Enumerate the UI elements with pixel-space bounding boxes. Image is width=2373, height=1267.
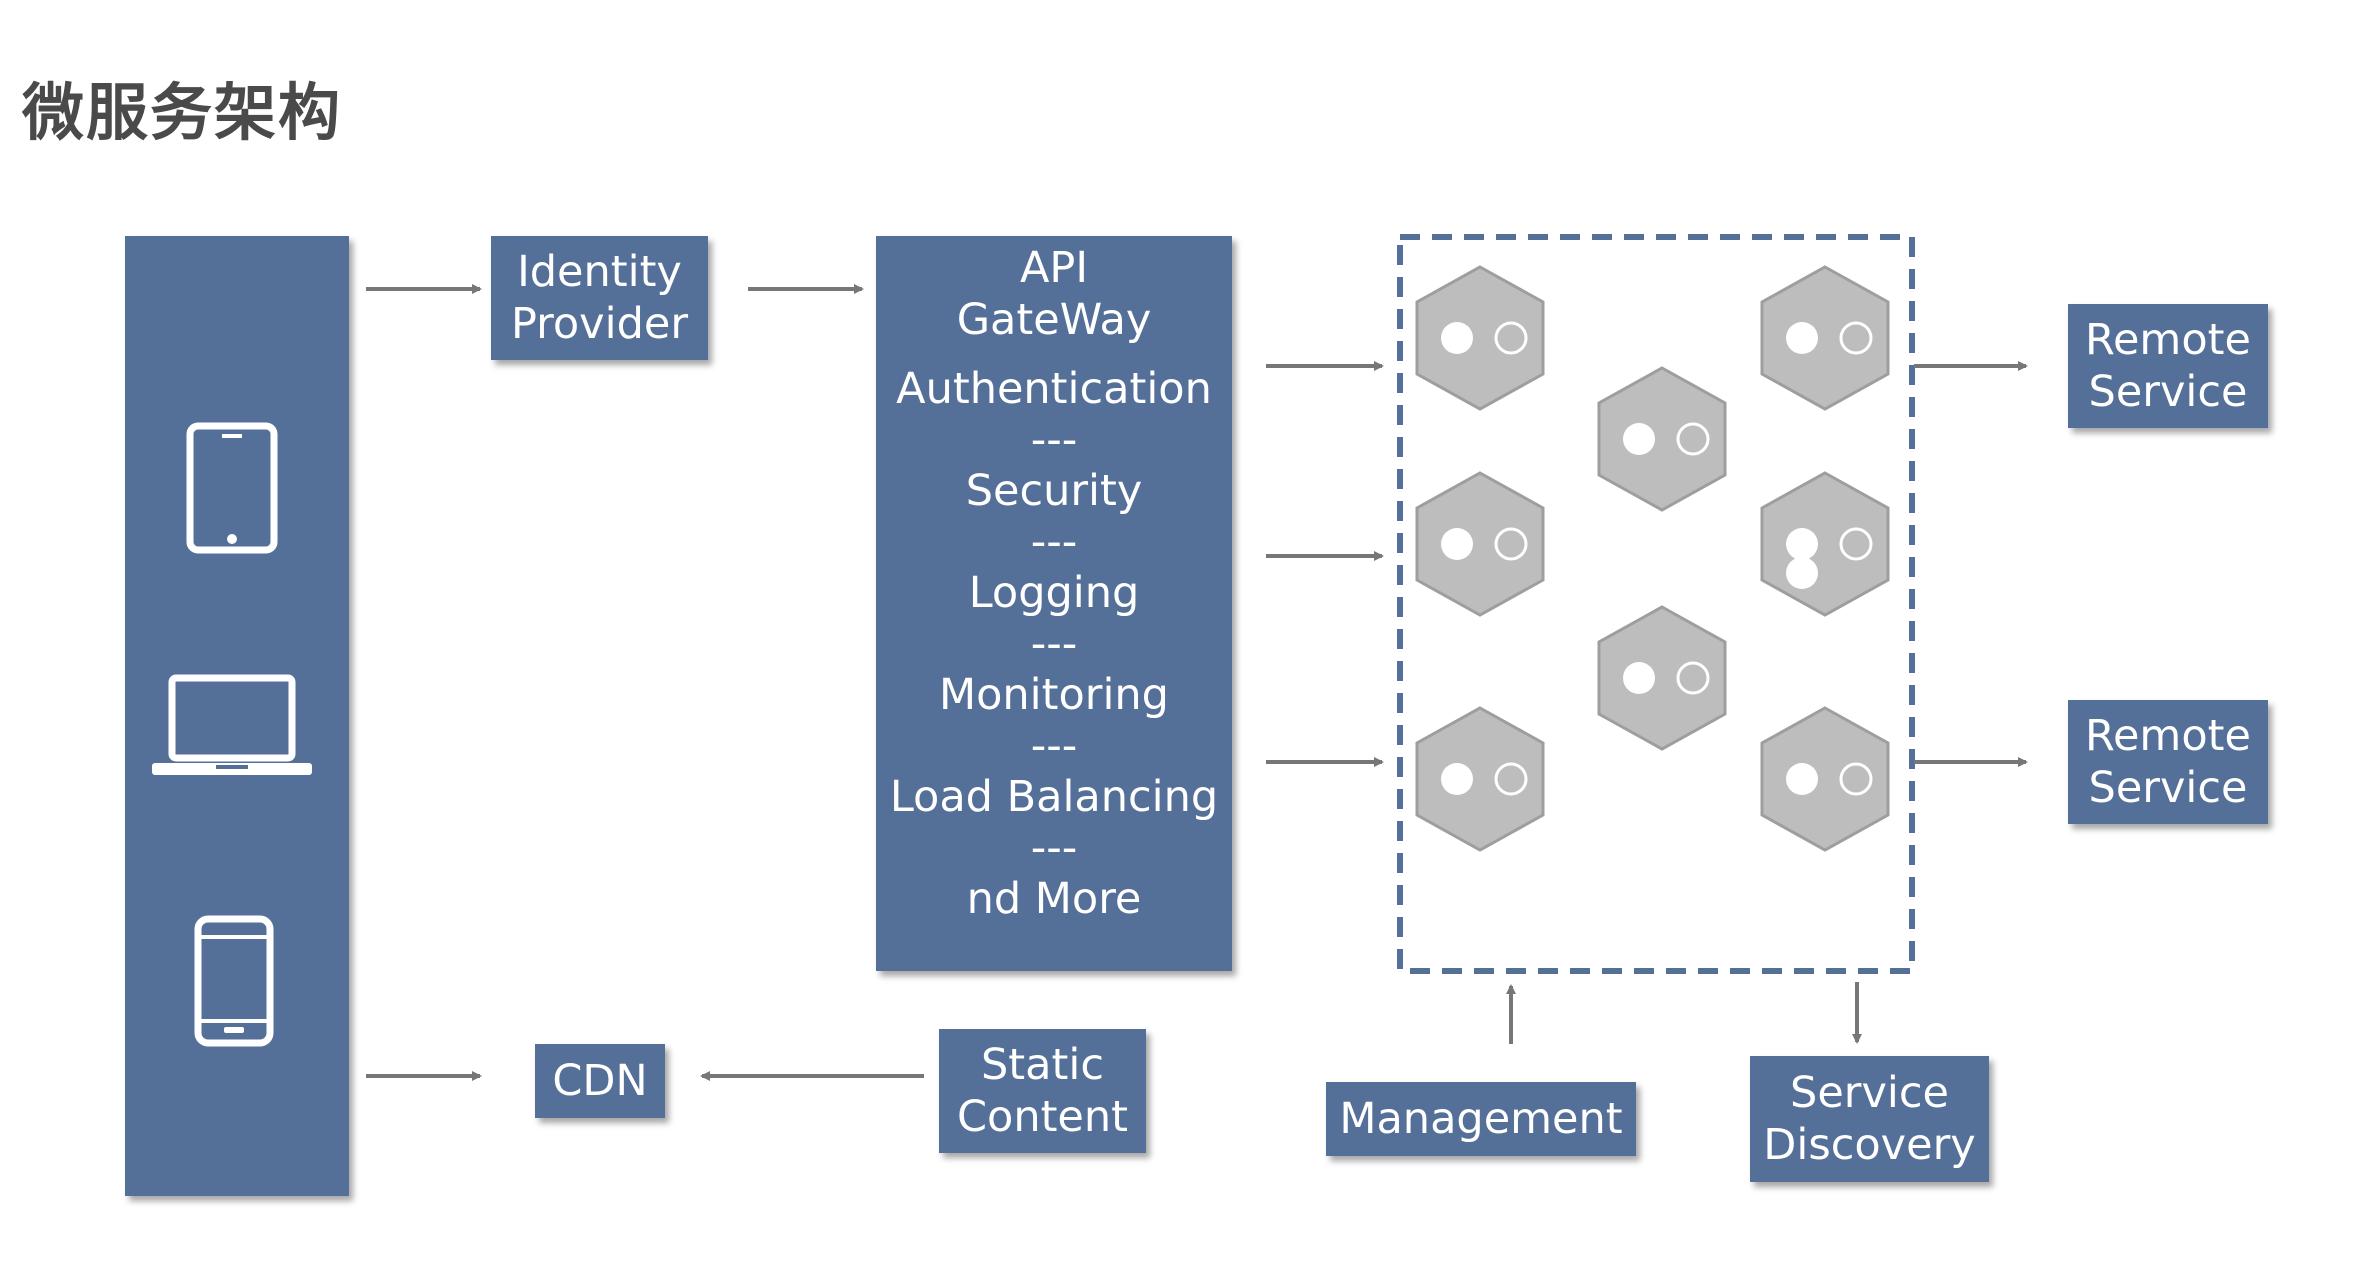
gateway-separator: --- <box>1030 721 1078 771</box>
phone-icon <box>194 915 274 1047</box>
remote-service-label: Remote Service <box>2085 711 2251 813</box>
gateway-feature-logging: Logging <box>968 568 1140 618</box>
microservice-icon <box>1415 471 1545 617</box>
microservice-icon <box>1415 706 1545 852</box>
api-gateway-box: API GateWay Authentication --- Security … <box>876 236 1232 971</box>
microservice-icon <box>1760 265 1890 411</box>
gateway-separator: --- <box>1030 619 1078 669</box>
gateway-feature-monitoring: Monitoring <box>939 670 1169 720</box>
gateway-separator: --- <box>1030 823 1078 873</box>
microservices-container <box>1397 234 1915 974</box>
static-content-box: Static Content <box>939 1029 1146 1153</box>
identity-provider-box: Identity Provider <box>491 236 708 360</box>
laptop-icon <box>152 674 312 775</box>
gateway-feature-authentication: Authentication <box>896 364 1212 414</box>
microservice-icon <box>1760 471 1890 617</box>
microservice-icon <box>1760 706 1890 852</box>
gateway-separator: --- <box>1030 517 1078 567</box>
tablet-icon <box>186 422 278 554</box>
remote-service-box-1: Remote Service <box>2068 304 2268 428</box>
remote-service-box-2: Remote Service <box>2068 700 2268 824</box>
management-label: Management <box>1339 1094 1623 1144</box>
api-gateway-title: API GateWay <box>956 243 1152 345</box>
static-content-label: Static Content <box>956 1040 1128 1142</box>
client-panel <box>125 236 349 1196</box>
page-title: 微服务架构 <box>22 76 343 149</box>
management-box: Management <box>1326 1082 1636 1156</box>
cdn-box: CDN <box>535 1044 665 1118</box>
service-discovery-label: Service Discovery <box>1763 1068 1976 1170</box>
gateway-feature-security: Security <box>965 466 1143 516</box>
remote-service-label: Remote Service <box>2085 315 2251 417</box>
microservice-icon <box>1597 366 1727 512</box>
identity-provider-label: Identity Provider <box>510 247 689 349</box>
service-discovery-box: Service Discovery <box>1750 1056 1989 1182</box>
gateway-feature-more: nd More <box>966 874 1142 924</box>
microservice-icon <box>1597 605 1727 751</box>
gateway-separator: --- <box>1030 415 1078 465</box>
microservice-icon <box>1415 265 1545 411</box>
gateway-feature-load-balancing: Load Balancing <box>889 772 1219 822</box>
cdn-label: CDN <box>552 1056 648 1106</box>
